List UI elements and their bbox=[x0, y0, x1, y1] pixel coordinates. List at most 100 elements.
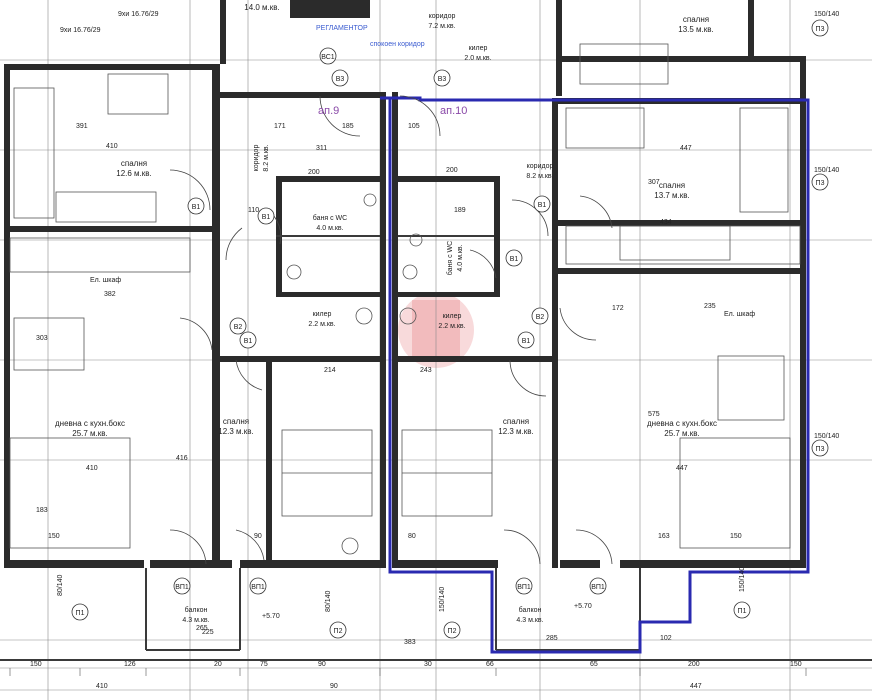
furniture bbox=[9, 43, 801, 555]
dim-text: 214 bbox=[324, 367, 336, 374]
dim-text: 150 bbox=[48, 533, 60, 540]
room-area: 4.0 м.кв. bbox=[457, 244, 464, 271]
window-size: 150/140 bbox=[814, 433, 839, 440]
room-area: 12.3 м.кв. bbox=[498, 427, 534, 436]
dim-text: 150 bbox=[30, 661, 42, 668]
window-tag: П1 bbox=[76, 610, 85, 617]
electric-panel-label: Ел. шкаф bbox=[90, 277, 121, 284]
dim-text: 163 bbox=[658, 533, 670, 540]
dim-text: 90 bbox=[254, 533, 262, 540]
dim-text: 382 bbox=[104, 291, 116, 298]
dim-text: 200 bbox=[446, 167, 458, 174]
dim-text: 80 bbox=[408, 533, 416, 540]
top-dim: 9хи 16.76/29 bbox=[60, 27, 101, 34]
window-tag: П1 bbox=[738, 608, 747, 615]
dim-text: 311 bbox=[316, 145, 327, 152]
dim-text: 383 bbox=[404, 639, 416, 646]
dim-text: 110 bbox=[248, 207, 259, 214]
dim-text: 20 bbox=[214, 661, 222, 668]
room-area: 8.2 м.кв. bbox=[526, 173, 553, 180]
room-name: килер bbox=[469, 45, 488, 52]
door-tag: В1 bbox=[192, 204, 201, 211]
room-name: спалня bbox=[121, 159, 147, 168]
partitions bbox=[0, 235, 872, 661]
dim-text: 65 bbox=[590, 661, 598, 668]
room-name: спалня bbox=[503, 417, 529, 426]
room-name: баня с WC bbox=[446, 241, 454, 275]
dim-text: 75 bbox=[260, 661, 268, 668]
window-size: 80/140 bbox=[325, 590, 332, 612]
window-size: 150/140 bbox=[739, 567, 746, 592]
door-tag: В3 bbox=[438, 76, 447, 83]
room-name: спалня bbox=[659, 181, 685, 190]
window-size: 150/140 bbox=[814, 11, 839, 18]
dim-text: 285 bbox=[546, 635, 558, 642]
room-area: 25.7 м.кв. bbox=[664, 429, 700, 438]
dim-text: 410 bbox=[86, 465, 98, 472]
dim-text: 126 bbox=[124, 661, 136, 668]
dim-text: 102 bbox=[660, 635, 672, 642]
dim-text: 90 bbox=[330, 683, 338, 690]
dim-text: 447 bbox=[676, 465, 688, 472]
room-name: спалня bbox=[223, 417, 249, 426]
dim-text: 410 bbox=[96, 683, 108, 690]
dim-text: 410 bbox=[106, 143, 118, 150]
room-area: 2.0 м.кв. bbox=[464, 55, 491, 62]
level-mark: +5.70 bbox=[262, 613, 280, 620]
dim-text: 150 bbox=[730, 533, 742, 540]
door-tag: В1 bbox=[262, 214, 271, 221]
door-tag: ВП1 bbox=[251, 584, 265, 591]
dim-text: 200 bbox=[308, 169, 320, 176]
room-name: коридор bbox=[429, 13, 456, 20]
door-tag: ВС1 bbox=[321, 54, 334, 61]
room-name: дневна с кухн.бокс bbox=[647, 419, 717, 428]
dim-text: 185 bbox=[342, 123, 354, 130]
room-name: килер bbox=[443, 313, 462, 320]
room-name: спалня bbox=[683, 15, 709, 24]
room-area: 4.3 м.кв. bbox=[516, 617, 543, 624]
room-area: 12.3 м.кв. bbox=[218, 427, 254, 436]
dim-text: 447 bbox=[690, 683, 702, 690]
room-labels: спалня 12.6 м.кв. коридор 8.2 м.кв. баня… bbox=[55, 3, 717, 624]
dim-text: 243 bbox=[420, 367, 432, 374]
window-tag: П2 bbox=[448, 628, 457, 635]
room-name: баня с WC bbox=[313, 214, 347, 222]
room-area: 2.2 м.кв. bbox=[438, 323, 465, 330]
room-area: 13.7 м.кв. bbox=[654, 191, 690, 200]
window-size: 150/140 bbox=[439, 587, 446, 612]
room-area: 8.2 м.кв. bbox=[263, 144, 270, 171]
level-marks: +5.70 +5.70 bbox=[262, 603, 592, 620]
door-tag: В2 bbox=[536, 314, 545, 321]
door-tag: В1 bbox=[522, 338, 531, 345]
door-tag: ВП1 bbox=[591, 584, 605, 591]
dim-text: 447 bbox=[680, 145, 692, 152]
regulator-label: РЕГЛАМЕНТОР bbox=[316, 25, 368, 32]
dim-text: 391 bbox=[76, 123, 88, 130]
room-name: балкон bbox=[185, 606, 208, 614]
top-dim: 9хи 16.76/29 bbox=[118, 11, 159, 18]
door-tag: В1 bbox=[538, 202, 547, 209]
room-area: 25.7 м.кв. bbox=[72, 429, 108, 438]
dim-text: 303 bbox=[36, 335, 48, 342]
apartment-label-10: ап.10 bbox=[440, 105, 467, 117]
door-tag: ВП1 bbox=[517, 584, 531, 591]
dim-text: 416 bbox=[176, 455, 188, 462]
dim-text: 30 bbox=[424, 661, 432, 668]
room-name: коридор bbox=[527, 163, 554, 170]
room-name: коридор bbox=[253, 145, 260, 172]
window-tag: П3 bbox=[816, 446, 825, 453]
window-size: 150/140 bbox=[814, 167, 839, 174]
dim-text: 200 bbox=[688, 661, 700, 668]
corridor-note: спокоен коридор bbox=[370, 41, 425, 48]
door-tag: ВП1 bbox=[175, 584, 189, 591]
window-sizes: 150/140 150/140 150/140 80/140 80/140 15… bbox=[57, 11, 839, 612]
room-area: 14.0 м.кв. bbox=[244, 3, 280, 12]
dim-text: 66 bbox=[486, 661, 494, 668]
door-tag: В1 bbox=[510, 256, 519, 263]
room-area: 2.2 м.кв. bbox=[308, 321, 335, 328]
dim-text: 172 bbox=[612, 305, 624, 312]
dimension-ticks bbox=[9, 668, 807, 676]
window-tags: П3 П3 П3 П1 П2 П2 П1 bbox=[71, 19, 829, 639]
dim-text: 235 bbox=[704, 303, 716, 310]
